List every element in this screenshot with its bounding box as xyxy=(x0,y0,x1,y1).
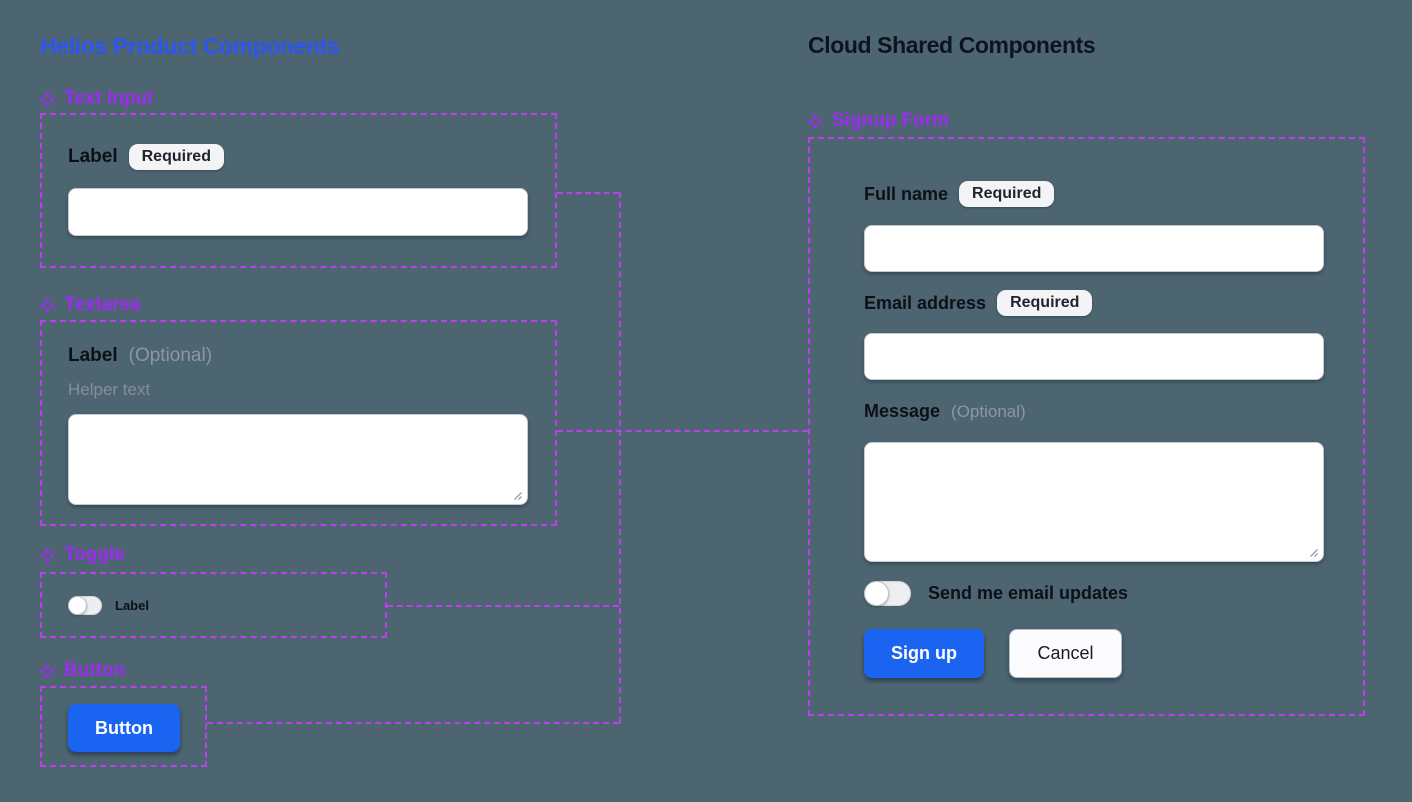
connector-textarea xyxy=(557,430,808,432)
textarea-label-row: Label (Optional) xyxy=(68,345,212,367)
section-header-button: Button xyxy=(40,660,125,682)
toggle-switch[interactable] xyxy=(68,596,102,615)
section-header-label: Toggle xyxy=(64,544,125,565)
message-label: Message xyxy=(864,401,941,421)
text-input-label: Label xyxy=(68,146,118,167)
optional-label: (Optional) xyxy=(128,345,213,366)
toggle-knob xyxy=(68,596,87,615)
full-name-label: Full name xyxy=(864,183,949,204)
full-name-input[interactable] xyxy=(864,225,1324,272)
text-input-label-row: Label Required xyxy=(68,144,224,170)
component-diamond-icon xyxy=(40,91,55,107)
textarea-component-frame: Label (Optional) Helper text xyxy=(40,320,557,526)
toggle-label: Label xyxy=(115,598,149,613)
email-input[interactable] xyxy=(864,333,1324,380)
textarea-label: Label xyxy=(68,345,118,366)
connector-text-input xyxy=(557,192,619,194)
email-label-row: Email address Required xyxy=(864,290,1093,316)
section-header-label: Signup Form xyxy=(832,110,950,131)
cloud-panel-title: Cloud Shared Components xyxy=(808,32,1096,58)
section-header-text-input: Text Input xyxy=(40,88,153,110)
textarea-field[interactable] xyxy=(68,414,528,505)
required-badge: Required xyxy=(128,144,224,170)
sample-button[interactable]: Button xyxy=(68,704,180,752)
toggle-knob xyxy=(864,581,889,606)
connector-button xyxy=(207,722,619,724)
component-diamond-icon xyxy=(808,113,823,129)
component-diamond-icon xyxy=(40,297,55,313)
section-header-signup-form: Signup Form xyxy=(808,110,949,132)
signup-form-frame: Full name Required Email address Require… xyxy=(808,137,1365,716)
email-updates-label: Send me email updates xyxy=(928,583,1129,603)
full-name-label-row: Full name Required xyxy=(864,181,1055,207)
component-diamond-icon xyxy=(40,547,55,563)
sign-up-button[interactable]: Sign up xyxy=(864,629,984,678)
textarea-helper-text: Helper text xyxy=(68,380,151,399)
text-input-component-frame: Label Required xyxy=(40,113,557,268)
connector-bus-vertical xyxy=(619,192,621,723)
email-label: Email address xyxy=(864,292,987,313)
cancel-button[interactable]: Cancel xyxy=(1009,629,1122,678)
helios-panel-title: Helios Product Components xyxy=(40,33,340,59)
optional-label: (Optional) xyxy=(951,401,1026,421)
message-textarea[interactable] xyxy=(864,442,1324,562)
required-badge: Required xyxy=(959,181,1055,207)
section-header-textarea: Textarea xyxy=(40,294,141,316)
connector-toggle xyxy=(387,605,619,607)
required-badge: Required xyxy=(997,290,1093,316)
button-component-frame: Button xyxy=(40,686,207,767)
text-input-field[interactable] xyxy=(68,188,528,236)
component-diamond-icon xyxy=(40,663,55,679)
section-header-label: Button xyxy=(64,660,126,681)
message-label-row: Message (Optional) xyxy=(864,401,1026,422)
section-header-toggle: Toggle xyxy=(40,544,125,566)
section-header-label: Textarea xyxy=(64,294,141,315)
section-header-label: Text Input xyxy=(64,88,154,109)
email-updates-toggle[interactable] xyxy=(864,581,911,606)
toggle-component-frame: Label xyxy=(40,572,387,638)
